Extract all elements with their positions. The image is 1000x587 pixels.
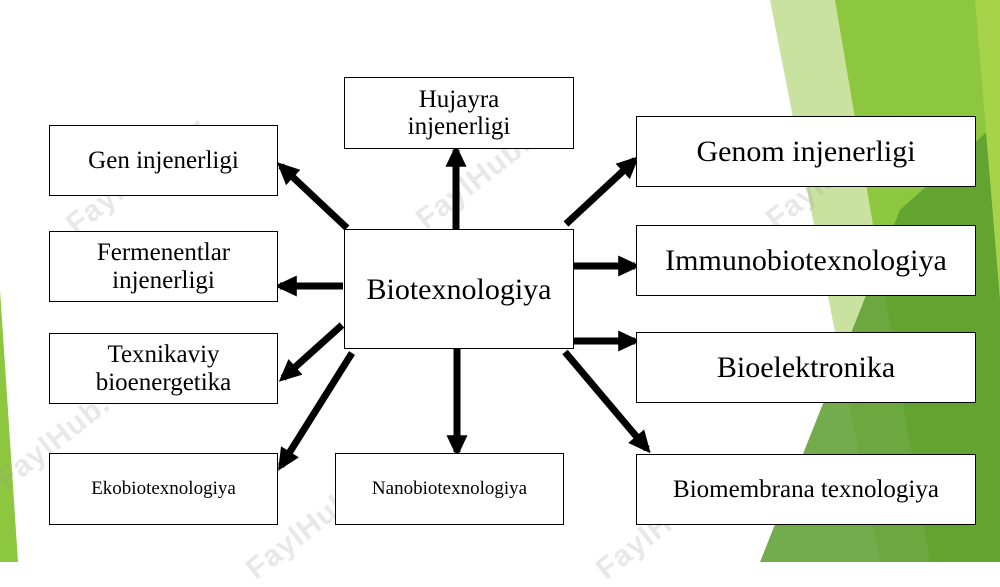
arrow-to-texnikaviy [278,322,345,382]
node-hujayra-label: Hujayra injenerligi [407,85,511,141]
green-stripe-bright [975,0,1000,300]
diagram-links [274,144,651,471]
node-biomembrana: Biomembrana texnologiya [636,454,976,525]
arrow-to-biomembrana [562,349,651,454]
node-gen: Gen injenerligi [49,125,278,196]
green-corner-left [0,290,18,562]
node-biomembrana-label: Biomembrana texnologiya [673,475,939,503]
node-fermenentlar: Fermenentlar injenerligi [49,231,278,302]
node-genom: Genom injenerligi [636,116,976,187]
center-node-label: Biotexnologiya [366,272,552,306]
node-ekobio-label: Ekobiotexnologiya [91,477,236,499]
node-ekobio: Ekobiotexnologiya [49,453,278,525]
node-fermenentlar-label: Fermenentlar injenerligi [96,239,231,294]
node-nanobio-label: Nanobiotexnologiya [371,477,528,499]
center-node: Biotexnologiya [344,229,574,349]
node-texnikaviy: Texnikaviy bioenergetika [49,333,278,404]
node-hujayra: Hujayra injenerligi [344,77,574,149]
node-bioelektronika: Bioelektronika [636,332,976,403]
arrow-to-ekobio [278,351,355,471]
node-genom-label: Genom injenerligi [696,135,916,168]
node-gen-label: Gen injenerligi [88,146,239,174]
arrow-to-genom [563,156,640,227]
node-immuno: Immunobiotexnologiya [636,225,976,296]
node-texnikaviy-label: Texnikaviy bioenergetika [95,341,232,396]
node-bioelektronika-label: Bioelektronika [716,351,896,384]
node-nanobio: Nanobiotexnologiya [335,453,564,525]
node-immuno-label: Immunobiotexnologiya [665,244,947,277]
arrow-to-gen [276,162,350,231]
